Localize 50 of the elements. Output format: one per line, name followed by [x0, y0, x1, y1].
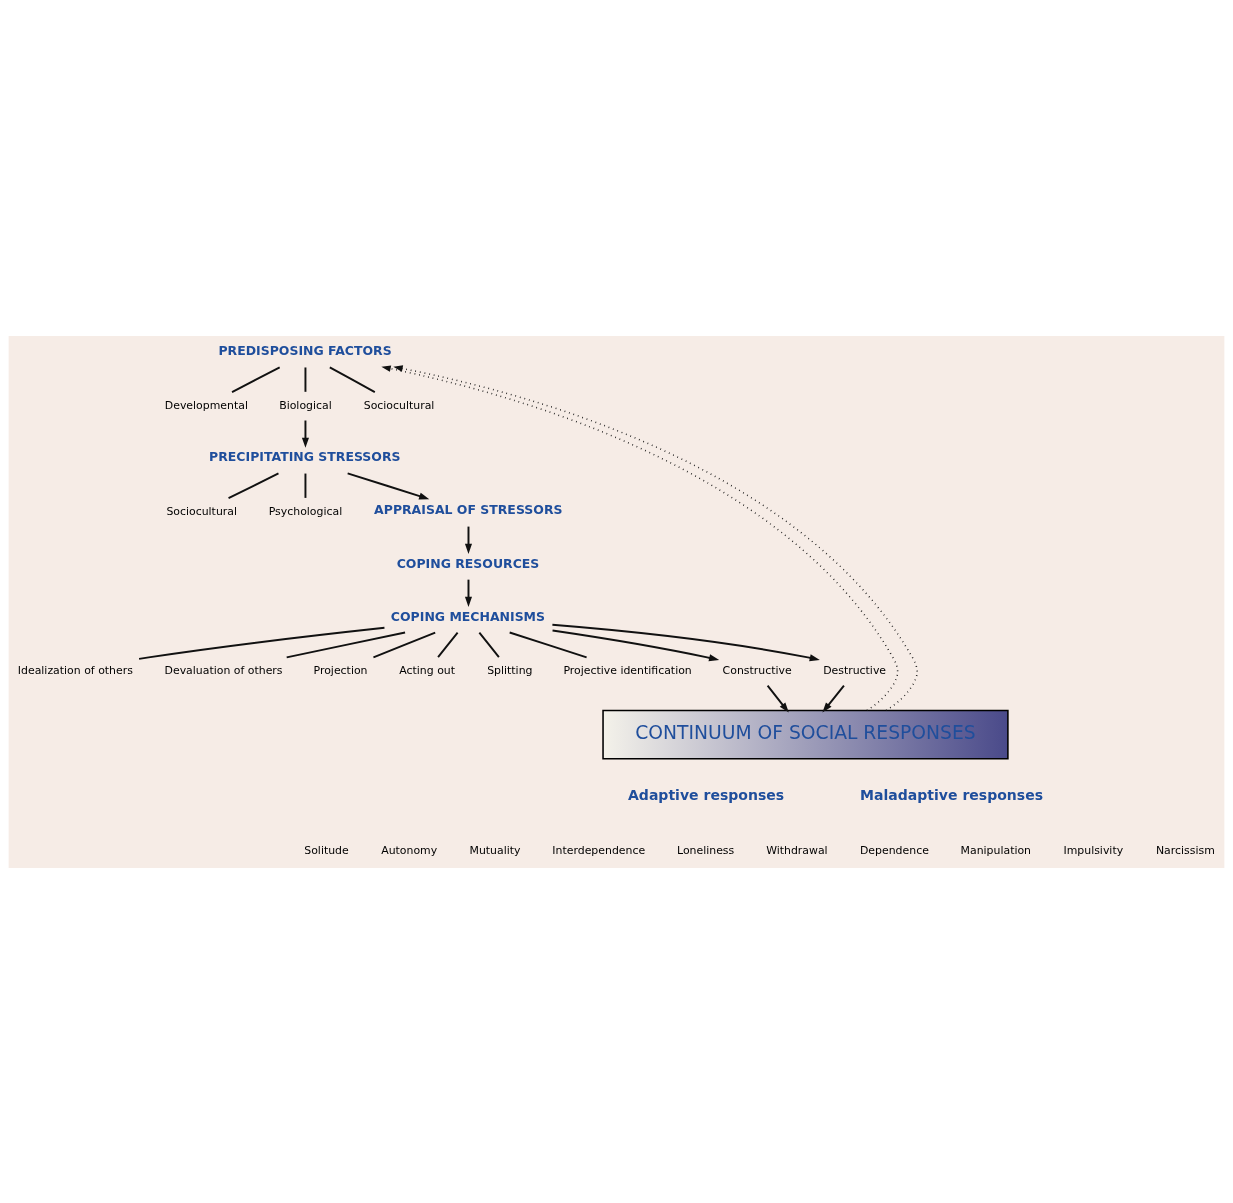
- arrow: [464, 525, 473, 554]
- node-text: Biological: [279, 398, 332, 412]
- label: Dependence: [859, 843, 929, 857]
- label: Loneliness: [677, 843, 735, 857]
- node-text: Splitting: [487, 663, 533, 677]
- connector: [508, 631, 588, 658]
- node-text: COPING MECHANISMS: [390, 608, 546, 624]
- arrow: [346, 471, 430, 499]
- arrow: [301, 419, 309, 448]
- node-text: Constructive: [722, 663, 792, 677]
- arrow: [766, 684, 789, 713]
- label: Manipulation: [960, 843, 1032, 857]
- arrow: [551, 623, 820, 661]
- node-text: PRECIPITATING STRESSORS: [209, 448, 401, 464]
- node-text: Idealization of others: [17, 663, 133, 677]
- label: Maladaptive responses: [860, 786, 1044, 803]
- connector: [285, 631, 407, 658]
- node-text: Psychological: [268, 504, 343, 518]
- arrow: [822, 684, 845, 713]
- node-text: Developmental: [164, 398, 248, 412]
- node-text: Projection: [313, 663, 368, 677]
- node-text: Sociocultural: [166, 504, 238, 518]
- connector: [227, 471, 280, 499]
- node-box: CONTINUUM OF SOCIAL RESPONSES: [602, 709, 1009, 760]
- label: Impulsivity: [1063, 843, 1124, 857]
- node-text: Destructive: [823, 663, 887, 677]
- arrow: [464, 578, 473, 607]
- node-text: APPRAISAL OF STRESSORS: [374, 501, 563, 517]
- arrow: [551, 629, 720, 661]
- node-text: COPING RESOURCES: [396, 555, 540, 571]
- label: Withdrawal: [766, 843, 828, 857]
- node-text: Devaluation of others: [164, 663, 283, 677]
- node-text: Projective identification: [563, 663, 692, 677]
- node-text: Sociocultural: [363, 398, 435, 412]
- connector: [138, 626, 386, 660]
- connector: [437, 631, 459, 658]
- label: Solitude: [304, 843, 349, 857]
- node-text: PREDISPOSING FACTORS: [218, 342, 392, 358]
- connector: [372, 631, 437, 658]
- label: Autonomy: [381, 843, 438, 857]
- label: Adaptive responses: [628, 786, 785, 803]
- node-text: Acting out: [399, 663, 456, 677]
- connector: [328, 365, 376, 393]
- connector: [478, 631, 500, 658]
- label: Interdependence: [552, 843, 646, 857]
- label: Mutuality: [469, 843, 521, 857]
- connector: [231, 365, 281, 393]
- label: Narcissism: [1155, 843, 1215, 857]
- connector: [304, 366, 307, 393]
- connector: [304, 472, 307, 499]
